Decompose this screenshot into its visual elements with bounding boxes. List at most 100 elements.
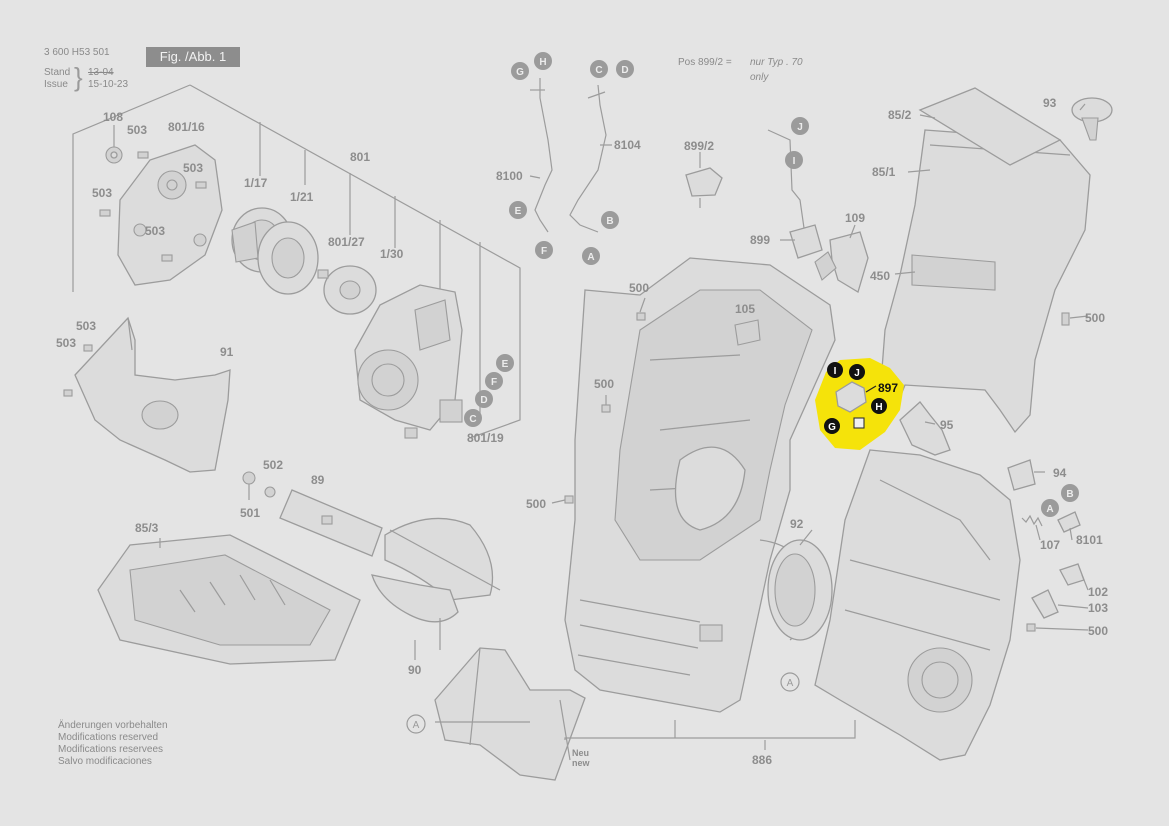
svg-text:E: E (515, 206, 522, 217)
marker-A-outline-housing: A (780, 672, 800, 692)
label-503e: 503 (76, 319, 96, 333)
label-801-27: 801/27 (328, 235, 365, 249)
label-8100: 8100 (496, 169, 523, 183)
label-500c: 500 (526, 497, 546, 511)
blade-90 (371, 517, 501, 650)
svg-text:B: B (606, 216, 613, 227)
label-89: 89 (311, 473, 325, 487)
label-92: 92 (790, 517, 804, 531)
label-500b: 500 (594, 377, 614, 391)
svg-text:A: A (587, 252, 594, 263)
stand-label: Stand (44, 67, 71, 78)
part-102 (1059, 563, 1085, 586)
leader-lines (159, 103, 1089, 750)
marker-E-mid: E (509, 201, 527, 219)
chute (434, 647, 586, 781)
label-108: 108 (103, 110, 123, 124)
label-102: 102 (1088, 585, 1108, 599)
motor-plate (117, 144, 223, 286)
svg-text:E: E (502, 359, 509, 370)
disclaimer-fr: Modifications reservees (58, 744, 164, 755)
svg-text:J: J (797, 122, 803, 133)
label-85-1: 85/1 (872, 165, 896, 179)
label-801-16: 801/16 (168, 120, 205, 134)
label-503d: 503 (145, 224, 165, 238)
highlight-897[interactable]: I J H G 897 (815, 358, 904, 450)
marker-D-left: D (475, 390, 493, 408)
marker-C-left: C (464, 409, 482, 427)
shaft-8100 (530, 78, 553, 233)
label-801: 801 (350, 150, 370, 164)
fastener-501-502 (242, 471, 276, 500)
hopper-85-1 (879, 129, 1091, 434)
part-labels: 108 503 801/16 801 503 1/17 1/21 503 503… (56, 96, 1108, 768)
tray-85-3 (97, 534, 361, 665)
marker-B-mid: B (601, 211, 619, 229)
main-housing-886 (564, 257, 836, 713)
marker-C-top: C (590, 60, 608, 78)
svg-text:B: B (1066, 489, 1073, 500)
svg-text:A: A (1046, 504, 1053, 515)
note-text-1: nur Typ . 70 (750, 57, 803, 68)
marker-B-right: B (1061, 484, 1079, 502)
marker-I-cable: I (785, 151, 803, 169)
knob-93 (1071, 97, 1113, 141)
label-503b: 503 (183, 161, 203, 175)
side-housing (814, 449, 1021, 761)
note-pos: Pos 899/2 = (678, 57, 732, 68)
clip-95 (899, 401, 951, 456)
marker-J-897: J (854, 368, 860, 379)
svg-text:G: G (516, 67, 524, 78)
label-502: 502 (263, 458, 283, 472)
lid-85-2 (918, 87, 1062, 166)
pin-8101 (1057, 511, 1081, 533)
svg-text:H: H (539, 57, 546, 68)
label-501: 501 (240, 506, 260, 520)
label-503f: 503 (56, 336, 76, 350)
screws-503 (99, 151, 207, 262)
label-new: new (572, 758, 591, 768)
label-1-30: 1/30 (380, 247, 404, 261)
label-886: 886 (752, 753, 772, 767)
disclaimer: Änderungen vorbehalten Modifications res… (58, 720, 168, 768)
svg-text:I: I (793, 156, 796, 167)
cover-plate-89 (279, 489, 383, 557)
cable-899 (767, 129, 823, 259)
part-103 (1031, 589, 1059, 619)
svg-text:C: C (595, 65, 602, 76)
label-8104: 8104 (614, 138, 641, 152)
motor-base-91 (63, 316, 231, 473)
label-91: 91 (220, 345, 234, 359)
label-105: 105 (735, 302, 755, 316)
marker-A-mid: A (582, 247, 600, 265)
label-85-2: 85/2 (888, 108, 912, 122)
label-503a: 503 (127, 123, 147, 137)
label-450: 450 (870, 269, 890, 283)
label-94: 94 (1053, 466, 1067, 480)
label-107: 107 (1040, 538, 1060, 552)
label-500e: 500 (1088, 624, 1108, 638)
issue-value: 15-10-23 (88, 79, 129, 90)
label-95: 95 (940, 418, 954, 432)
marker-G-897: G (828, 422, 836, 433)
stator (257, 221, 319, 295)
clip-109 (814, 231, 869, 293)
svg-text:F: F (541, 246, 547, 257)
washer-108 (105, 125, 123, 164)
label-neu: Neu (572, 748, 589, 758)
label-500d: 500 (1085, 311, 1105, 325)
gear-801-27 (317, 265, 377, 315)
label-103: 103 (1088, 601, 1108, 615)
marker-F-left: F (485, 372, 503, 390)
label-899: 899 (750, 233, 770, 247)
stand-value: 13-04 (88, 67, 114, 78)
header-brace: } (74, 62, 83, 92)
screws-500 (564, 312, 1070, 632)
marker-A-outline-chute: A (406, 714, 426, 734)
shaft-8104 (569, 84, 607, 233)
disclaimer-en: Modifications reserved (58, 732, 159, 743)
motor-assembly-frame (72, 84, 521, 439)
label-1-17: 1/17 (244, 176, 268, 190)
